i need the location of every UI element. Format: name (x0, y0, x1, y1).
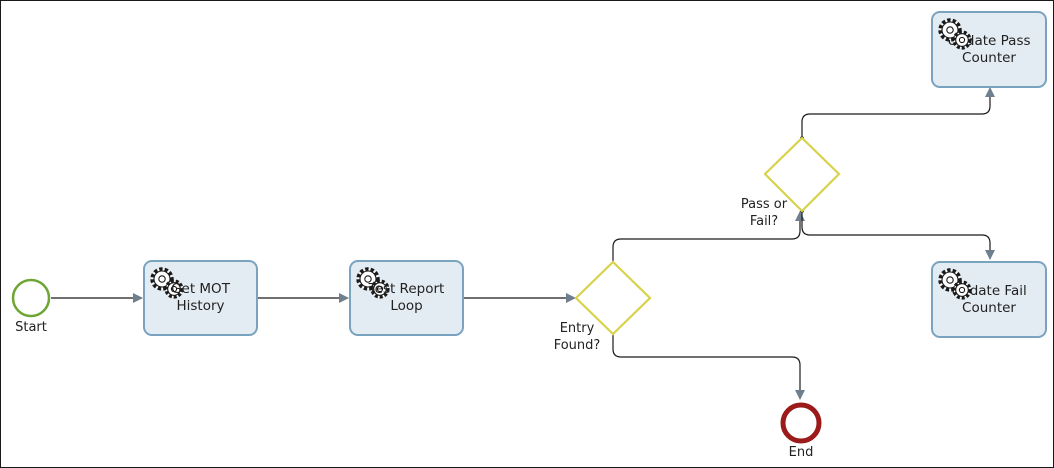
task-label: Get MOT History (171, 281, 230, 314)
gateway-pass-or-fail-label: Pass or Fail? (740, 197, 788, 229)
task-label: Test Report Loop (368, 281, 445, 314)
end-event[interactable] (780, 402, 822, 444)
start-event-label: Start (15, 320, 47, 335)
flow-entry-found-to-end[interactable] (612, 334, 805, 400)
end-event-label: End (788, 445, 814, 460)
gears-icon (150, 267, 184, 299)
start-event[interactable] (11, 278, 51, 318)
gateway-entry-found[interactable] (574, 260, 652, 336)
gears-icon (938, 268, 972, 300)
task-update-fail-counter[interactable]: Update Fail Counter (931, 261, 1047, 338)
task-update-pass-counter[interactable]: Update Pass Counter (931, 11, 1047, 88)
flow-pass-or-fail-to-update-fail-counter[interactable] (801, 211, 995, 260)
gateway-pass-or-fail[interactable] (763, 136, 841, 213)
gateway-entry-found-label: Entry Found? (553, 321, 601, 353)
task-get-mot-history[interactable]: Get MOT History (143, 260, 258, 336)
task-test-report-loop[interactable]: Test Report Loop (349, 260, 464, 336)
gears-icon (938, 18, 972, 50)
gears-icon (356, 267, 390, 299)
flow-pass-or-fail-to-update-pass-counter[interactable] (801, 87, 995, 138)
flow-entry-found-to-pass-or-fail[interactable] (612, 211, 805, 262)
